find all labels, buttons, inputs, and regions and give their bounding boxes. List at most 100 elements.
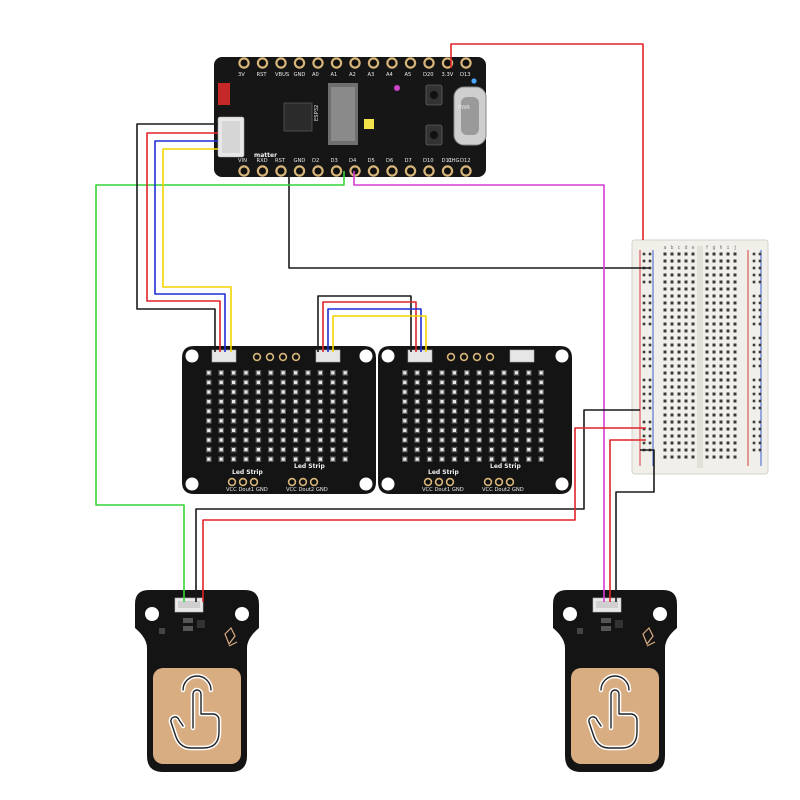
led-pixel-core [219, 371, 223, 375]
pin-pad [349, 165, 361, 177]
led-pixel-core [244, 380, 248, 384]
pin-label: D7 [405, 158, 412, 164]
pin-pad [330, 57, 343, 69]
led-grid [402, 370, 544, 462]
led-pixel-core [477, 409, 481, 413]
led-pixel-core [527, 371, 531, 375]
breadboard-hole [684, 385, 688, 389]
breadboard-hole [677, 322, 681, 326]
breadboard-hole [648, 364, 652, 368]
led-pixel-core [440, 400, 444, 404]
led-pixel-core [465, 448, 469, 452]
led-pixel-core [256, 438, 260, 442]
breadboard-hole [758, 427, 762, 431]
power-led [471, 78, 477, 84]
led-pixel-core [306, 457, 310, 461]
breadboard-hole [642, 434, 646, 438]
breadboard-hole [758, 350, 762, 354]
breadboard-hole [663, 350, 667, 354]
breadboard-hole [677, 336, 681, 340]
breadboard-hole [648, 406, 652, 410]
breadboard-hole [752, 420, 756, 424]
led-pixel-core [452, 380, 456, 384]
led-pixel-core [415, 448, 419, 452]
breadboard-hole [677, 399, 681, 403]
led-pixel-core [428, 448, 432, 452]
breadboard-hole [677, 413, 681, 417]
breadboard-hole [758, 385, 762, 389]
breadboard-hole [719, 294, 723, 298]
pin-label: A1 [331, 72, 338, 78]
led-pixel-core [269, 457, 273, 461]
led-strip-label-2: Led Strip [490, 463, 521, 470]
breadboard-hole [691, 287, 695, 291]
led-pixel-core [514, 409, 518, 413]
led-pixel-core [244, 438, 248, 442]
breadboard-hole [642, 322, 646, 326]
breadboard-hole [705, 329, 709, 333]
led-pixel-core [403, 390, 407, 394]
breadboard-hole [642, 294, 646, 298]
led-pixel-core [294, 438, 298, 442]
led-pixel-core [539, 457, 543, 461]
pin-pad [367, 165, 380, 177]
breadboard-hole [677, 448, 681, 452]
breadboard-hole [691, 448, 695, 452]
breadboard-hole [719, 343, 723, 347]
led-pixel-core [219, 400, 223, 404]
breadboard-hole [691, 322, 695, 326]
pin-pad [386, 57, 398, 69]
touch-hand-icon-outline [588, 675, 638, 749]
breadboard-hole [663, 280, 667, 284]
led-pixel-core [232, 438, 236, 442]
breadboard-hole [719, 385, 723, 389]
led-pixel-core [281, 380, 285, 384]
breadboard-hole [752, 308, 756, 312]
led-pixel-core [219, 457, 223, 461]
breadboard-hole [726, 441, 730, 445]
breadboard-hole [705, 371, 709, 375]
breadboard-hole [691, 441, 695, 445]
breadboard-hole [719, 280, 723, 284]
breadboard-hole [642, 343, 646, 347]
breadboard-col-label: h [720, 245, 723, 251]
led-pixel-core [440, 448, 444, 452]
breadboard-hole [677, 378, 681, 382]
breadboard-hole [691, 413, 695, 417]
breadboard-hole [663, 287, 667, 291]
breadboard-hole [670, 322, 674, 326]
breadboard-hole [733, 371, 737, 375]
breadboard-hole [684, 371, 688, 375]
led-pixel-core [465, 390, 469, 394]
breadboard-hole [712, 322, 716, 326]
led-pixel-core [256, 457, 260, 461]
breadboard-hole [648, 280, 652, 284]
breadboard-hole [677, 364, 681, 368]
breadboard-hole [684, 448, 688, 452]
breadboard-hole [726, 364, 730, 368]
led-pixel-core [477, 390, 481, 394]
breadboard-hole [733, 280, 737, 284]
led-pixel-core [256, 448, 260, 452]
pin-label: VIN [238, 158, 247, 164]
breadboard-hole [758, 441, 762, 445]
breadboard-hole [670, 266, 674, 270]
led-pixel-core [294, 419, 298, 423]
breadboard-hole [712, 448, 716, 452]
led-pixel-core [527, 457, 531, 461]
breadboard-hole [719, 350, 723, 354]
breadboard-hole [642, 385, 646, 389]
led-pixel-core [294, 371, 298, 375]
breadboard-hole [648, 350, 652, 354]
led-pixel-core [428, 419, 432, 423]
pin-pad [423, 165, 435, 177]
breadboard-hole [705, 343, 709, 347]
led-pixel-core [415, 428, 419, 432]
breadboard-hole [642, 364, 646, 368]
breadboard-hole [719, 399, 723, 403]
breadboard-hole [705, 441, 709, 445]
breadboard-hole [752, 259, 756, 263]
led-pixel-core [256, 400, 260, 404]
